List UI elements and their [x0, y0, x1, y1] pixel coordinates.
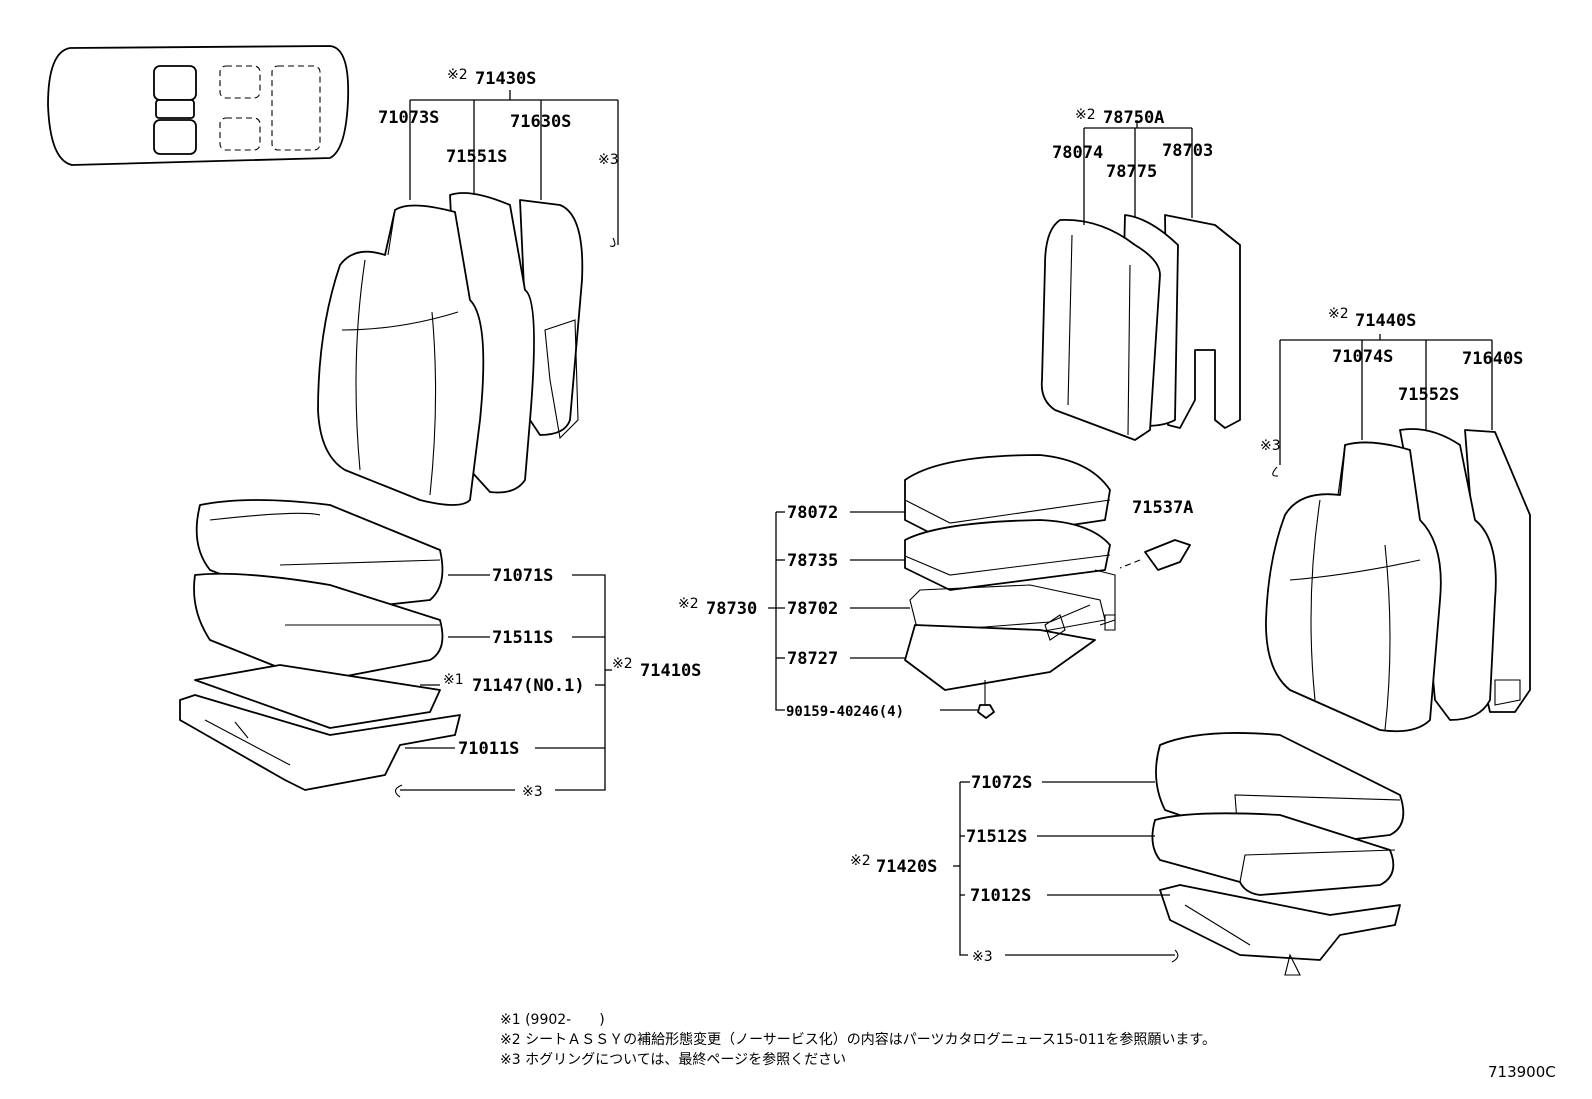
label-71440S: 71440S — [1355, 311, 1416, 331]
part-labels: ※2 71430S 71073S 71630S 71551S ※3 ※2 787… — [378, 67, 1523, 965]
label-78730: 78730 — [706, 599, 757, 619]
label-71074S: 71074S — [1332, 347, 1393, 367]
label-71552S: 71552S — [1398, 385, 1459, 405]
mark-2-71440: ※2 — [1328, 306, 1349, 322]
figure-code: 713900C — [1488, 1063, 1556, 1081]
label-78727: 78727 — [787, 649, 838, 669]
label-71430S: 71430S — [475, 69, 536, 89]
mark-2-71420: ※2 — [850, 853, 871, 869]
mark-3-left-back: ※3 — [598, 152, 619, 168]
label-78775: 78775 — [1106, 162, 1157, 182]
footnote-3: ※3 ホグリングについては、最終ページを参照ください — [500, 1052, 847, 1068]
label-71147: 71147(NO.1) — [472, 676, 585, 696]
right-seat-cushion — [1151, 732, 1405, 976]
label-71410S: 71410S — [640, 661, 701, 681]
label-71551S: 71551S — [446, 147, 507, 167]
seat-location-inset — [47, 45, 350, 166]
right-seat-back — [1265, 428, 1531, 733]
label-78703: 78703 — [1162, 141, 1213, 161]
console-cushion — [904, 454, 1116, 719]
label-78072: 78072 — [787, 503, 838, 523]
mark-3-right-back: ※3 — [1260, 438, 1281, 454]
label-71073S: 71073S — [378, 108, 439, 128]
mark-3-right-cushion: ※3 — [972, 949, 993, 965]
console-back — [1040, 214, 1241, 441]
label-71537A: 71537A — [1132, 498, 1193, 518]
label-78750A: 78750A — [1103, 108, 1164, 128]
label-71011S: 71011S — [458, 739, 519, 759]
label-71511S: 71511S — [492, 628, 553, 648]
mark-1-71147: ※1 — [443, 672, 464, 688]
label-78735: 78735 — [787, 551, 838, 571]
label-71072S: 71072S — [971, 773, 1032, 793]
mark-2-78730: ※2 — [678, 596, 699, 612]
label-71071S: 71071S — [492, 566, 553, 586]
label-71012S: 71012S — [970, 886, 1031, 906]
label-71630S: 71630S — [510, 112, 571, 132]
label-90159: 90159-40246(4) — [786, 704, 904, 720]
latch-part — [1119, 539, 1191, 571]
label-71512S: 71512S — [966, 827, 1027, 847]
left-seat-back — [317, 192, 584, 506]
mark-2-78750: ※2 — [1075, 107, 1096, 123]
leader-lines — [394, 90, 1493, 963]
label-78074: 78074 — [1052, 143, 1103, 163]
left-seat-cushion — [179, 499, 461, 791]
label-78702: 78702 — [787, 599, 838, 619]
mark-2-71430: ※2 — [447, 67, 468, 83]
label-71640S: 71640S — [1462, 349, 1523, 369]
mark-3-left-cushion: ※3 — [522, 784, 543, 800]
mark-2-71410: ※2 — [612, 656, 633, 672]
footnote-2: ※2 シートＡＳＳＹの補給形態変更（ノーサービス化）の内容はパーツカタログニュー… — [500, 1032, 1217, 1048]
footnote-1: ※1 (9902- ) — [500, 1012, 605, 1028]
label-71420S: 71420S — [876, 857, 937, 877]
